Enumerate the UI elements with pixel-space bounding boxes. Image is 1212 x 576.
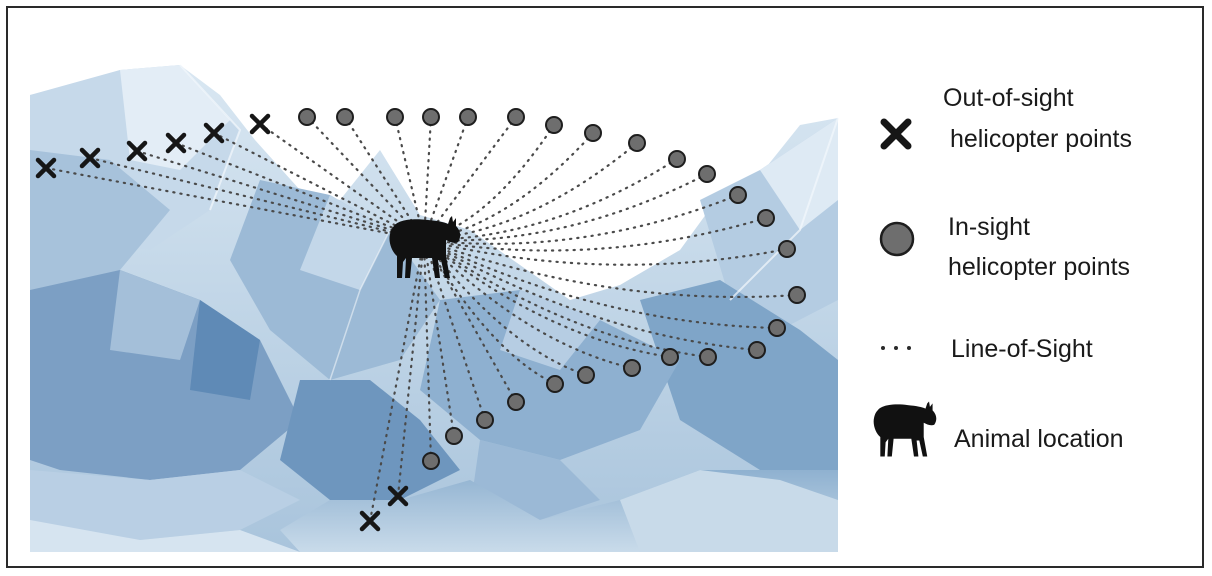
in-sight-point (423, 453, 439, 469)
legend-out-of-sight-line2: helicopter points (943, 123, 1132, 156)
in-sight-point (789, 287, 805, 303)
in-sight-point (508, 394, 524, 410)
in-sight-point (477, 412, 493, 428)
in-sight-point (730, 187, 746, 203)
in-sight-point (387, 109, 403, 125)
dotted-line-icon (878, 343, 918, 353)
x-cross-icon (878, 116, 914, 152)
in-sight-point (629, 135, 645, 151)
legend-in-sight-line2: helicopter points (948, 251, 1130, 284)
in-sight-point (769, 320, 785, 336)
legend-animal-location: Animal location (954, 423, 1124, 456)
in-sight-point (578, 367, 594, 383)
in-sight-point (700, 349, 716, 365)
legend-in-sight-line1: In-sight (948, 211, 1030, 244)
in-sight-point (662, 349, 678, 365)
in-sight-point (624, 360, 640, 376)
in-sight-point (547, 376, 563, 392)
in-sight-point (669, 151, 685, 167)
mountain-goat-icon (872, 398, 940, 460)
in-sight-point (460, 109, 476, 125)
in-sight-point (423, 109, 439, 125)
in-sight-point (749, 342, 765, 358)
in-sight-point (699, 166, 715, 182)
out-of-sight-point (252, 116, 268, 132)
in-sight-point (585, 125, 601, 141)
in-sight-point (299, 109, 315, 125)
legend-line-of-sight: Line-of-Sight (951, 333, 1093, 366)
in-sight-point (508, 109, 524, 125)
in-sight-point (337, 109, 353, 125)
in-sight-point (758, 210, 774, 226)
in-sight-point (446, 428, 462, 444)
legend-out-of-sight-line1: Out-of-sight (943, 82, 1074, 115)
in-sight-point (546, 117, 562, 133)
gray-circle-icon (877, 219, 917, 259)
in-sight-point (779, 241, 795, 257)
